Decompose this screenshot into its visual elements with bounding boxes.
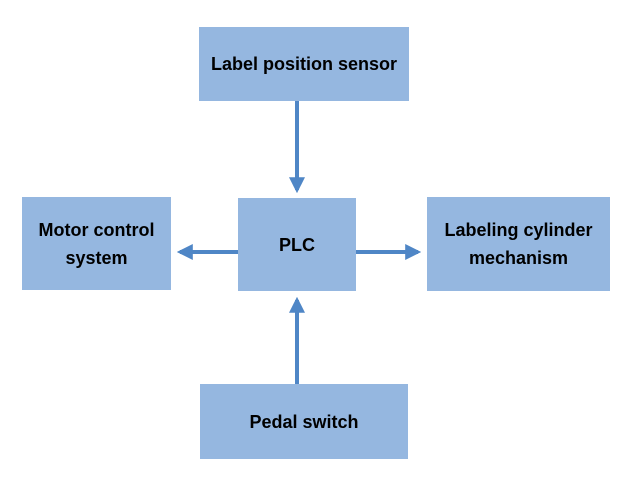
pedal-switch-label: Pedal switch	[249, 411, 359, 432]
cylinder-label-line-2: mechanism	[468, 248, 569, 268]
plc-box: PLC	[238, 198, 356, 291]
motor-label-line-2: system	[65, 247, 128, 268]
cylinder-label-line-1: Labeling cylinder	[444, 220, 593, 240]
motor-label-line-1: Motor control	[38, 219, 155, 240]
pedal-switch-box: Pedal switch	[200, 384, 408, 459]
motor-control-system-box: Motor control system	[22, 197, 171, 290]
label-position-sensor-label: Label position sensor	[210, 54, 398, 74]
labeling-cylinder-mechanism-label: Labeling cylinder mechanism	[444, 216, 592, 272]
plc-label: PLC	[279, 234, 315, 255]
labeling-cylinder-mechanism-box: Labeling cylinder mechanism	[427, 197, 610, 291]
label-position-sensor-box: Label position sensor	[199, 27, 409, 101]
motor-control-system-label: Motor control system	[39, 216, 155, 272]
